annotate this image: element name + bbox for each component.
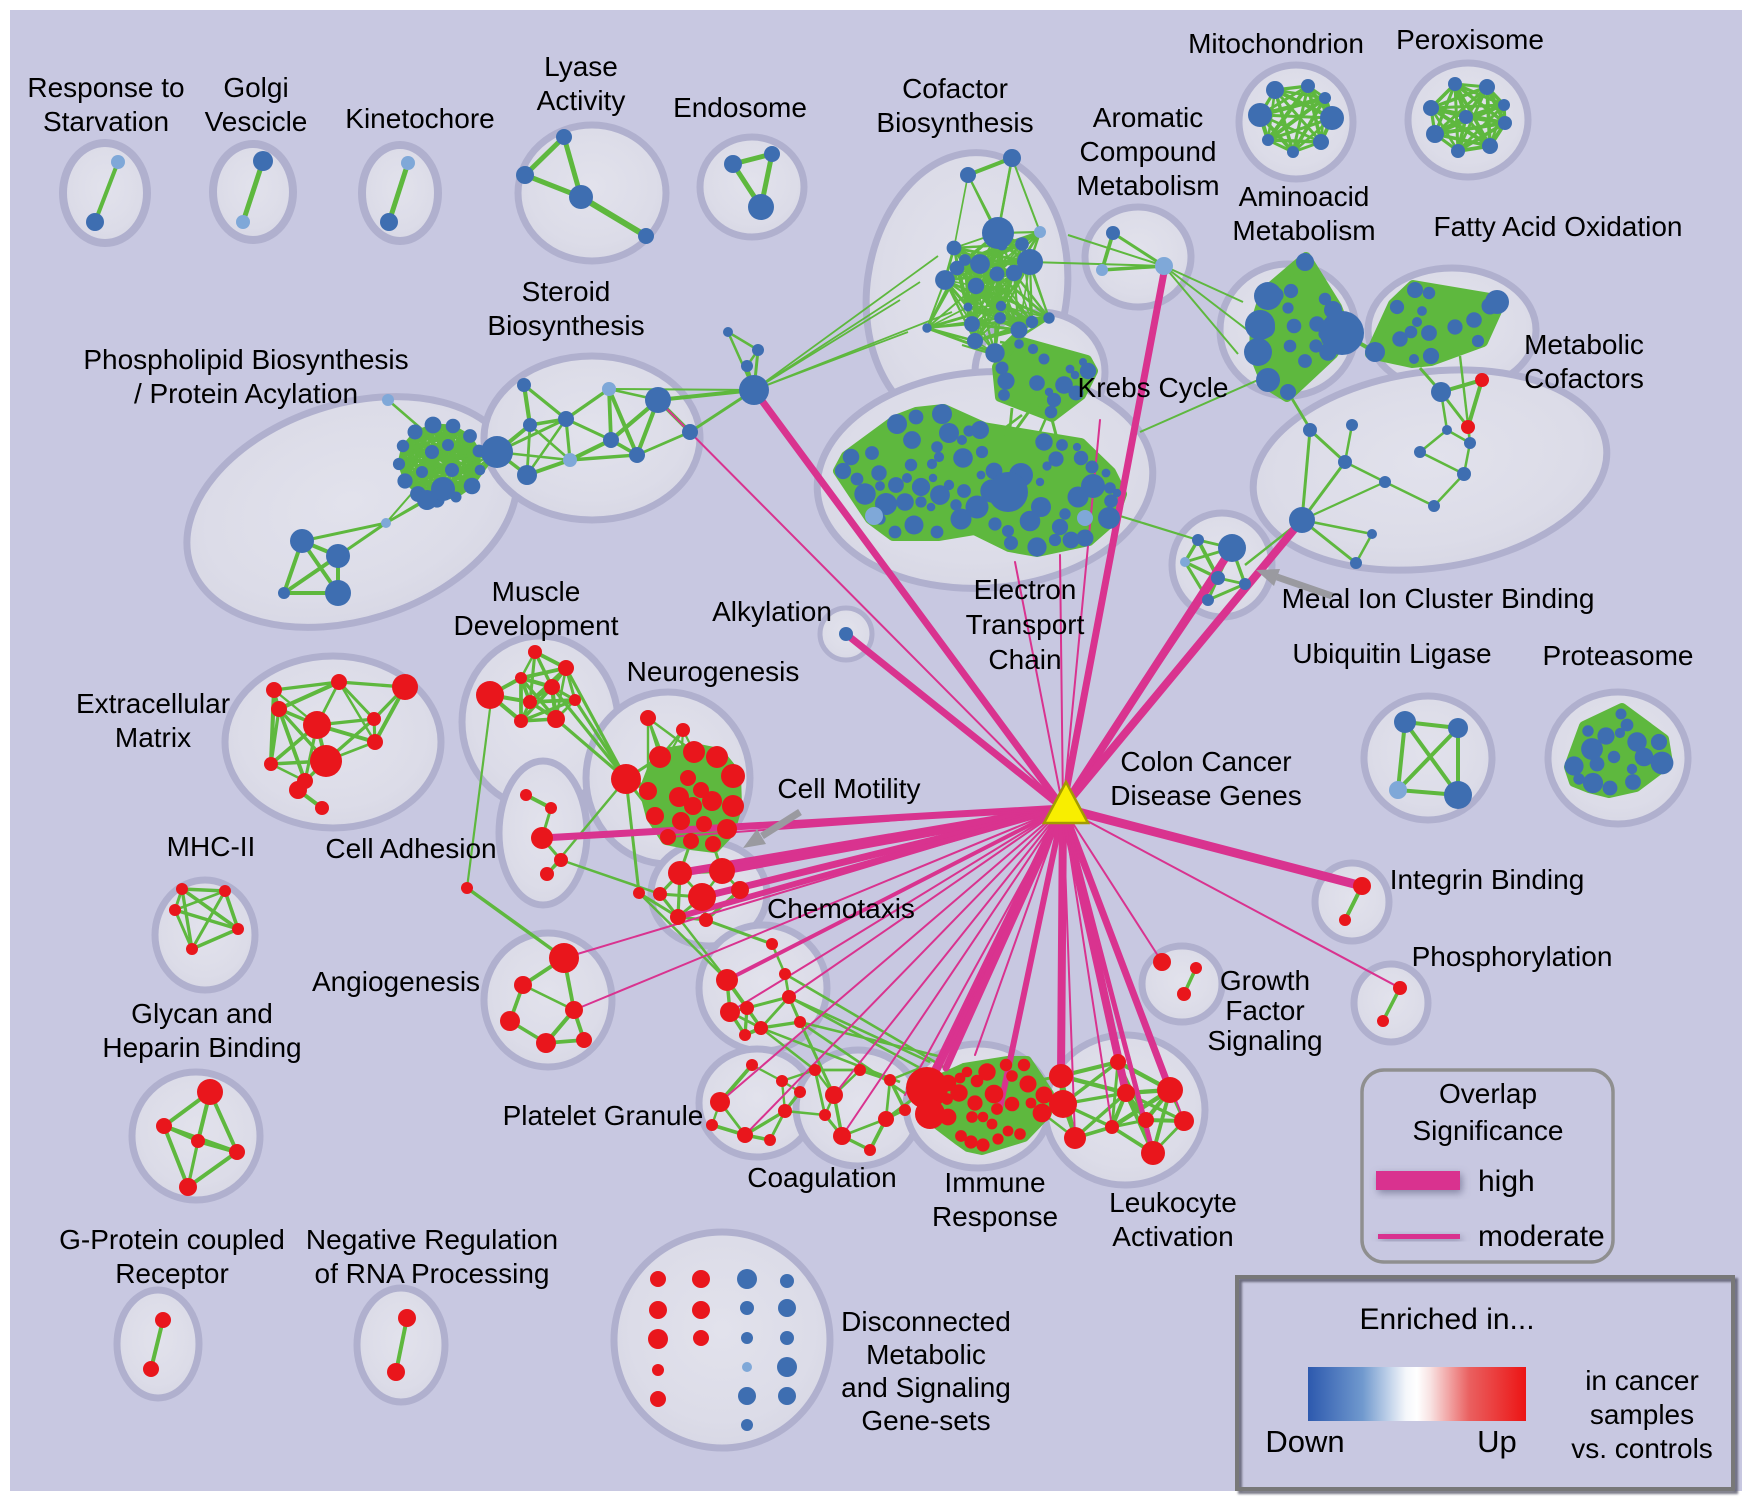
svg-text:Angiogenesis: Angiogenesis [312, 966, 480, 997]
svg-text:Chain: Chain [988, 644, 1061, 675]
svg-text:Integrin Binding: Integrin Binding [1390, 864, 1585, 895]
svg-text:Metabolism: Metabolism [1232, 215, 1375, 246]
svg-text:Phosphorylation: Phosphorylation [1412, 941, 1613, 972]
svg-text:Peroxisome: Peroxisome [1396, 24, 1544, 55]
svg-text:Metabolic: Metabolic [866, 1339, 986, 1370]
svg-text:Overlap: Overlap [1439, 1078, 1537, 1109]
svg-text:Golgi: Golgi [223, 72, 288, 103]
svg-text:in cancer: in cancer [1585, 1365, 1699, 1396]
svg-text:Activity: Activity [537, 85, 626, 116]
svg-text:Electron: Electron [974, 574, 1077, 605]
svg-text:Glycan and: Glycan and [131, 998, 273, 1029]
svg-text:Biosynthesis: Biosynthesis [876, 107, 1033, 138]
svg-text:Cofactor: Cofactor [902, 73, 1008, 104]
svg-text:Leukocyte: Leukocyte [1109, 1187, 1237, 1218]
svg-text:Steroid: Steroid [522, 276, 611, 307]
svg-text:moderate: moderate [1478, 1220, 1605, 1253]
svg-text:Platelet Granule: Platelet Granule [503, 1100, 704, 1131]
svg-text:Metal Ion Cluster Binding: Metal Ion Cluster Binding [1282, 583, 1595, 614]
svg-text:Matrix: Matrix [115, 722, 191, 753]
svg-text:Proteasome: Proteasome [1543, 640, 1694, 671]
svg-text:/ Protein Acylation: / Protein Acylation [134, 378, 358, 409]
svg-text:Growth: Growth [1220, 965, 1310, 996]
svg-text:Cell Motility: Cell Motility [777, 773, 920, 804]
svg-text:Biosynthesis: Biosynthesis [487, 310, 644, 341]
svg-text:Neurogenesis: Neurogenesis [627, 656, 800, 687]
svg-text:Response: Response [932, 1201, 1058, 1232]
svg-text:Receptor: Receptor [115, 1258, 229, 1289]
svg-text:Signaling: Signaling [1207, 1025, 1322, 1056]
svg-text:Phospholipid Biosynthesis: Phospholipid Biosynthesis [83, 344, 408, 375]
svg-text:Fatty Acid Oxidation: Fatty Acid Oxidation [1433, 211, 1682, 242]
svg-text:Up: Up [1477, 1424, 1517, 1459]
svg-text:Chemotaxis: Chemotaxis [767, 893, 915, 924]
svg-text:G-Protein coupled: G-Protein coupled [59, 1224, 285, 1255]
svg-text:Ubiquitin Ligase: Ubiquitin Ligase [1292, 638, 1491, 669]
svg-text:Metabolism: Metabolism [1076, 170, 1219, 201]
svg-text:Coagulation: Coagulation [747, 1162, 896, 1193]
svg-text:Kinetochore: Kinetochore [345, 103, 494, 134]
svg-text:Aminoacid: Aminoacid [1239, 181, 1370, 212]
svg-text:Immune: Immune [944, 1167, 1045, 1198]
svg-text:Significance: Significance [1413, 1115, 1564, 1146]
svg-text:Heparin Binding: Heparin Binding [102, 1032, 301, 1063]
svg-text:Cofactors: Cofactors [1524, 363, 1644, 394]
svg-text:Activation: Activation [1112, 1221, 1233, 1252]
svg-text:samples: samples [1590, 1399, 1694, 1430]
svg-text:and Signaling: and Signaling [841, 1372, 1011, 1403]
svg-text:Gene-sets: Gene-sets [861, 1405, 990, 1436]
svg-text:vs. controls: vs. controls [1571, 1433, 1713, 1464]
svg-text:MHC-II: MHC-II [167, 831, 256, 862]
svg-text:of RNA Processing: of RNA Processing [315, 1258, 550, 1289]
svg-text:Cell Adhesion: Cell Adhesion [325, 833, 496, 864]
svg-text:Aromatic: Aromatic [1093, 102, 1203, 133]
svg-text:Vescicle: Vescicle [205, 106, 308, 137]
svg-text:Alkylation: Alkylation [712, 596, 832, 627]
svg-text:Mitochondrion: Mitochondrion [1188, 28, 1364, 59]
svg-text:Compound: Compound [1080, 136, 1217, 167]
svg-text:Down: Down [1265, 1424, 1344, 1459]
svg-text:Response to: Response to [27, 72, 184, 103]
svg-text:Transport: Transport [966, 609, 1085, 640]
svg-text:Krebs Cycle: Krebs Cycle [1078, 372, 1229, 403]
svg-text:Factor: Factor [1225, 995, 1304, 1026]
svg-text:Disease Genes: Disease Genes [1110, 780, 1301, 811]
svg-text:high: high [1478, 1165, 1535, 1198]
svg-text:Lyase: Lyase [544, 51, 618, 82]
svg-text:Disconnected: Disconnected [841, 1306, 1011, 1337]
svg-text:Enriched in...: Enriched in... [1359, 1303, 1534, 1336]
svg-text:Extracellular: Extracellular [76, 688, 230, 719]
svg-text:Muscle: Muscle [492, 576, 581, 607]
svg-text:Starvation: Starvation [43, 106, 169, 137]
svg-text:Colon Cancer: Colon Cancer [1120, 746, 1291, 777]
svg-text:Negative Regulation: Negative Regulation [306, 1224, 558, 1255]
svg-text:Development: Development [454, 610, 619, 641]
svg-text:Metabolic: Metabolic [1524, 329, 1644, 360]
svg-text:Endosome: Endosome [673, 92, 807, 123]
